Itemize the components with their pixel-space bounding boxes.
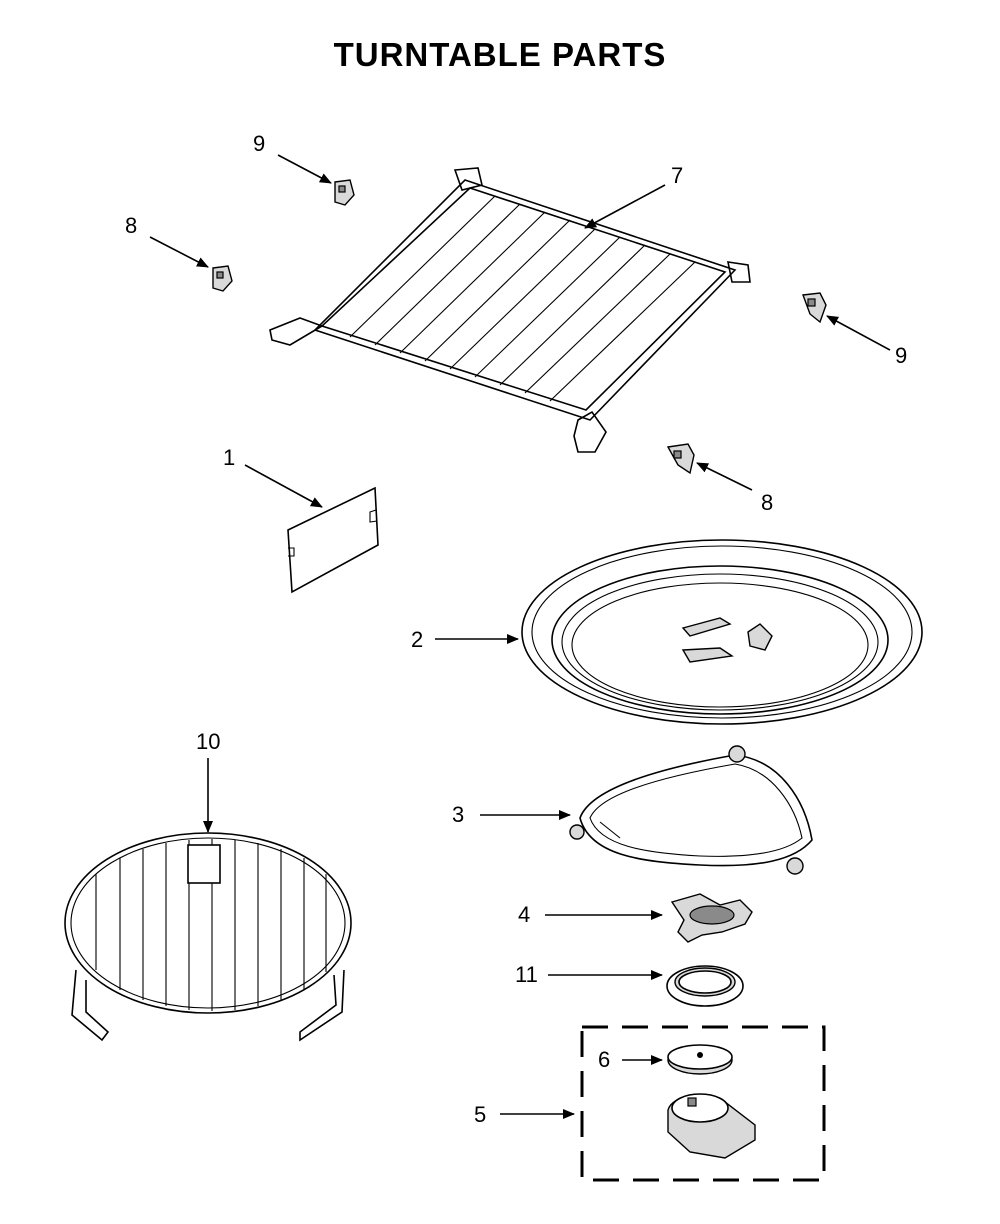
motor-assembly-dashed-box xyxy=(580,1025,826,1182)
disc-part-6[interactable] xyxy=(667,1044,733,1075)
glass-tray-part-2[interactable] xyxy=(521,539,923,725)
callout-7: 7 xyxy=(671,163,684,188)
roller-ring-part-3[interactable] xyxy=(569,745,813,875)
clip-part-9-top[interactable] xyxy=(334,179,355,206)
callout-3: 3 xyxy=(452,802,465,827)
round-rack-part-10[interactable] xyxy=(64,832,352,1042)
callout-arrows xyxy=(149,154,891,1119)
callout-2: 2 xyxy=(411,627,424,652)
callout-5: 5 xyxy=(474,1102,487,1127)
clip-part-8-right[interactable] xyxy=(666,443,695,475)
callout-10: 10 xyxy=(196,729,221,754)
callout-8-right: 8 xyxy=(761,490,774,515)
motor-part-5[interactable] xyxy=(667,1093,756,1159)
wire-rack-part-7[interactable] xyxy=(269,167,751,453)
callout-9-top: 9 xyxy=(253,131,266,156)
waveguide-cover-part-1[interactable] xyxy=(287,486,379,594)
ring-part-11[interactable] xyxy=(666,965,744,1007)
page-title: TURNTABLE PARTS xyxy=(333,36,667,73)
callout-11: 11 xyxy=(515,962,538,987)
clip-part-9-right[interactable] xyxy=(802,292,827,324)
clip-part-8-left[interactable] xyxy=(212,265,233,292)
coupler-part-4[interactable] xyxy=(670,893,753,943)
callout-4: 4 xyxy=(518,902,531,927)
callout-1: 1 xyxy=(223,445,236,470)
callout-9-right: 9 xyxy=(895,343,908,368)
callout-6: 6 xyxy=(598,1047,611,1072)
callout-8-left: 8 xyxy=(125,213,138,238)
